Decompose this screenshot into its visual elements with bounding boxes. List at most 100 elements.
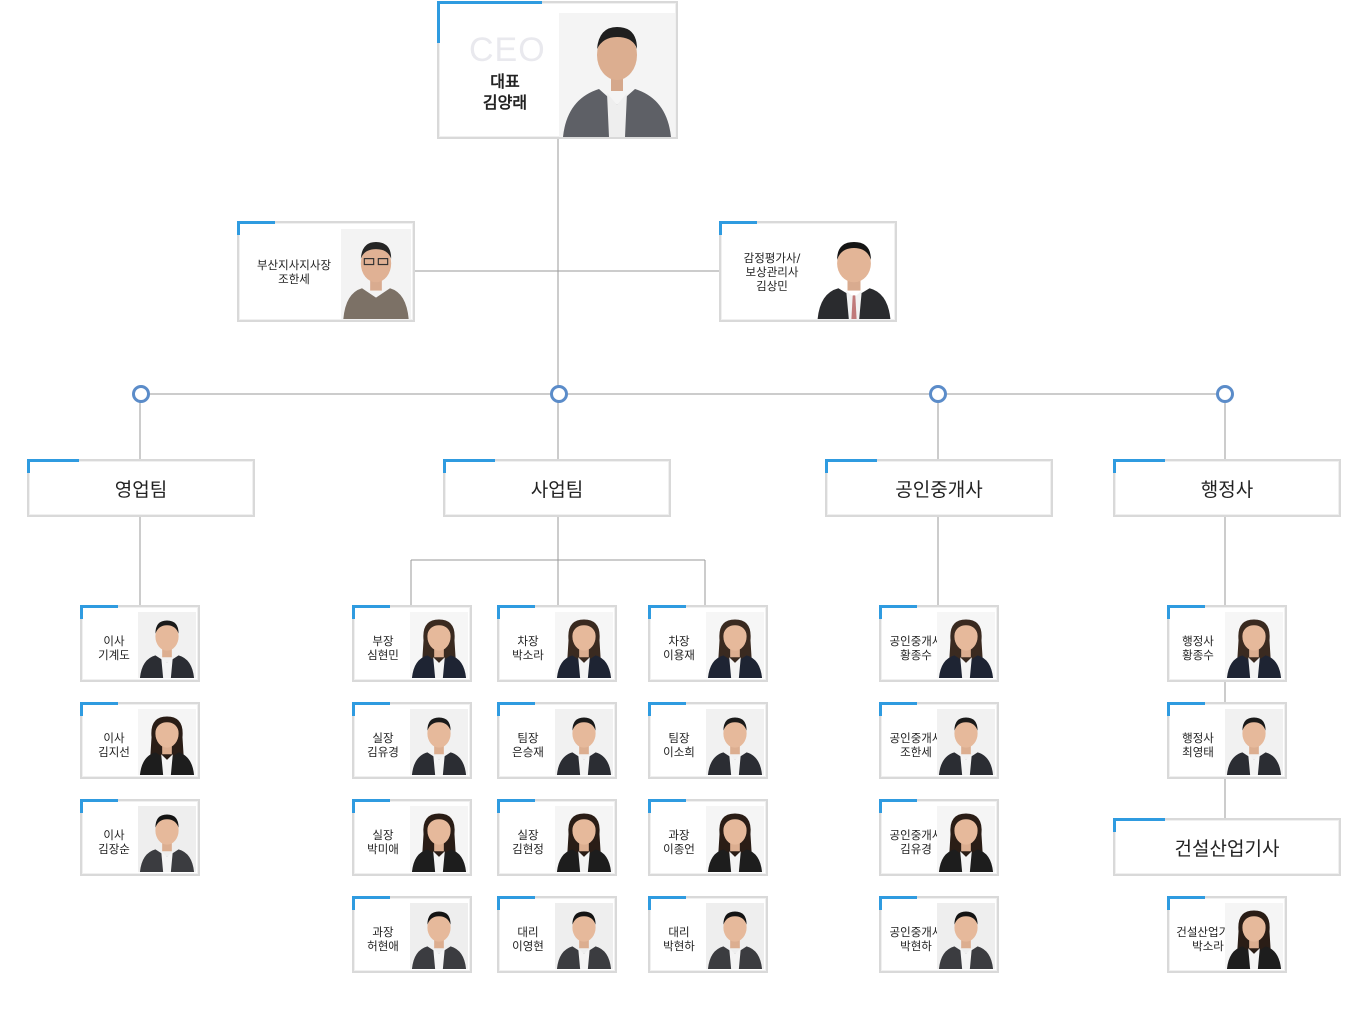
advisor-photo [341,229,411,319]
member-role: 공인중개사 [889,730,943,745]
member-role: 공인중개사 [889,633,943,648]
ceo-watermark: CEO [469,31,546,69]
member-photo [555,612,613,678]
member-name: 김장순 [98,841,130,856]
member-name: 이소희 [663,744,695,759]
advisor-card-appraiser[interactable]: 감정평가사/ 보상관리사 김상민 [719,221,897,322]
member-photo [937,612,995,678]
advisor-photo [815,229,893,319]
member-photo [410,806,468,872]
team-realtor[interactable]: 공인중개사 [825,459,1053,517]
advisor-role: 감정평가사/ 보상관리사 [743,250,801,279]
team-admin-label: 행정사 [1200,478,1254,501]
member-photo [937,806,995,872]
member-role: 공인중개사 [889,827,943,842]
member-name: 이영현 [512,938,544,953]
member-role: 과장 [668,827,690,842]
member-role: 이사 [103,827,125,842]
member-photo [1225,612,1283,678]
member-name: 김지선 [98,744,130,759]
member-name: 기계도 [98,647,130,662]
member-role: 대리 [668,924,690,939]
member-role: 행정사 [1182,633,1214,648]
team-admin[interactable]: 행정사 [1113,459,1341,517]
branch-node-admin [1216,385,1234,403]
member-role: 대리 [517,924,539,939]
member-photo [706,903,764,969]
member-role: 팀장 [517,730,539,745]
member-name: 박소라 [1192,938,1224,953]
member-photo [555,903,613,969]
team-sales[interactable]: 영업팀 [27,459,255,517]
member-name: 김유경 [900,841,932,856]
member-name: 최영태 [1182,744,1214,759]
member-role: 실장 [372,730,394,745]
member-name: 허현애 [367,938,399,953]
member-name: 김유경 [367,744,399,759]
member-role: 팀장 [668,730,690,745]
member-photo [937,903,995,969]
member-name: 박미애 [367,841,399,856]
member-name: 이용재 [663,647,695,662]
member-photo [1225,903,1283,969]
branch-node-sales [132,385,150,403]
member-name: 심현민 [367,647,399,662]
member-photo [138,806,196,872]
advisor-card-busan[interactable]: 부산지사지사장 조한세 [237,221,415,322]
ceo-role: 대표 [490,72,520,91]
advisor-name: 조한세 [278,271,310,286]
team-sales-label: 영업팀 [114,478,168,501]
member-role: 이사 [103,633,125,648]
member-role: 실장 [517,827,539,842]
branch-node-business [550,385,568,403]
team-construction[interactable]: 건설산업기사 [1113,818,1341,876]
member-role: 공인중개사 [889,924,943,939]
ceo-card[interactable]: CEO 대표 김양래 [437,1,678,139]
member-role: 과장 [372,924,394,939]
member-photo [410,903,468,969]
member-photo [138,612,196,678]
member-name: 박현하 [663,938,695,953]
team-business[interactable]: 사업팀 [443,459,671,517]
member-name: 김현정 [512,841,544,856]
member-photo [1225,709,1283,775]
advisor-name: 김상민 [756,278,788,293]
member-photo [937,709,995,775]
ceo-photo [559,13,675,137]
team-construction-label: 건설산업기사 [1174,837,1280,860]
member-name: 박현하 [900,938,932,953]
team-business-label: 사업팀 [530,478,584,501]
member-role: 실장 [372,827,394,842]
member-photo [706,612,764,678]
member-photo [706,806,764,872]
member-role: 건설산업기사 [1176,924,1240,939]
branch-node-realtor [929,385,947,403]
ceo-name: 김양래 [482,93,528,112]
member-name: 박소라 [512,647,544,662]
member-name: 은승재 [512,744,544,759]
member-photo [555,806,613,872]
member-role: 행정사 [1182,730,1214,745]
